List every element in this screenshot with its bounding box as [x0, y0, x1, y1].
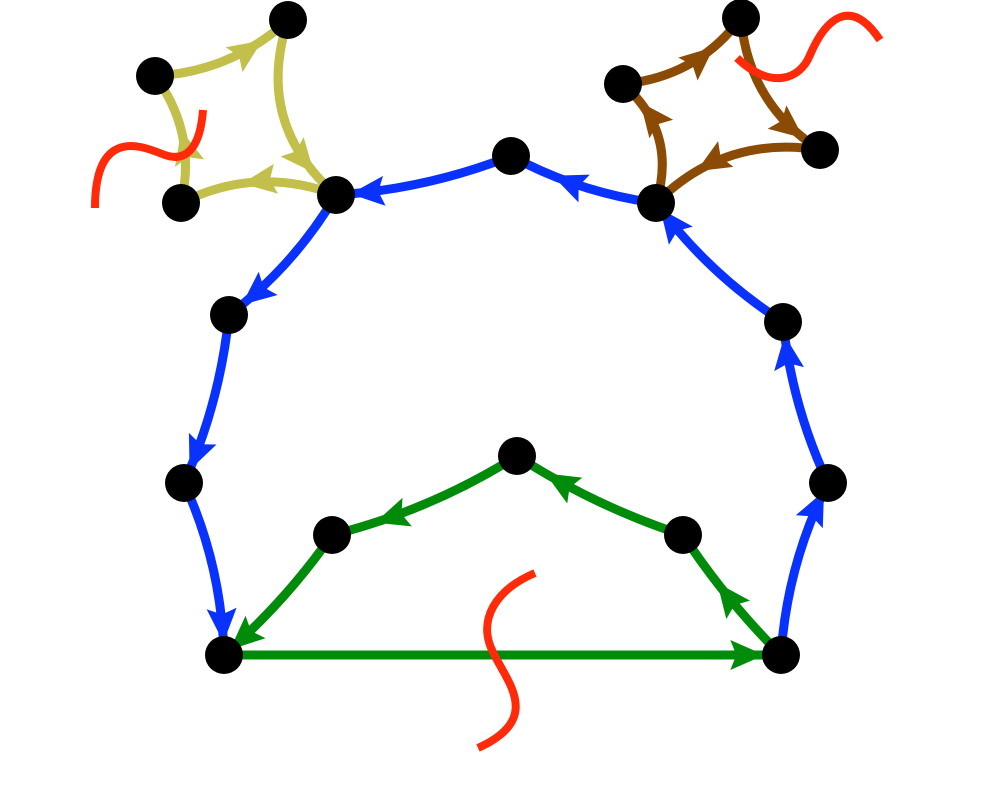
edges-layer	[150, 13, 833, 660]
inner-edge-4-arrowhead	[230, 615, 266, 650]
left-loop-edge-3-arrowhead	[242, 163, 278, 194]
node-y2	[136, 57, 174, 95]
inner-edge-2	[512, 451, 688, 540]
right-loop-edge-3-arrowhead	[696, 141, 734, 172]
left-loop-edge-1-arrowhead	[225, 40, 263, 73]
right-loop-edge-2	[736, 13, 825, 155]
inner-edge-3-arrowhead	[374, 497, 412, 527]
node-g3	[313, 516, 351, 554]
outer-edge-8-arrowhead	[206, 607, 237, 643]
outer-edge-7-arrowhead	[188, 432, 217, 471]
right-loop-edge-1	[618, 13, 746, 89]
node-y3	[162, 184, 200, 222]
outer-edge-4-arrowhead	[552, 174, 590, 203]
outer-edge-3-arrowhead	[660, 208, 693, 245]
node-r1	[722, 0, 760, 37]
cut-mark-right	[734, 11, 884, 83]
node-o6	[210, 296, 248, 334]
left-loop-edge-2-arrowhead	[280, 137, 314, 173]
outer-edge-5-arrowhead	[350, 175, 386, 206]
node-o2	[764, 303, 802, 341]
arrowheads-layer	[175, 40, 824, 670]
outer-edge-1-arrowhead	[795, 491, 824, 529]
node-r3	[604, 65, 642, 103]
node-o3	[637, 184, 675, 222]
node-g1	[664, 516, 702, 554]
node-o4	[492, 137, 530, 175]
left-loop-edge-2	[273, 15, 341, 200]
node-g2	[498, 437, 536, 475]
outer-edge-6	[224, 190, 341, 320]
node-r2	[801, 131, 839, 169]
node-b	[762, 636, 800, 674]
cut-mark-left	[91, 109, 207, 209]
right-loop-edge-2-arrowhead	[767, 105, 804, 139]
cut-mark-bottom	[476, 569, 537, 752]
node-y1	[269, 1, 307, 39]
inner-edge-2-arrowhead	[545, 473, 583, 504]
right-loop-edge-1-arrowhead	[678, 47, 714, 81]
nodes-layer	[136, 0, 847, 674]
outer-edge-2-arrowhead	[774, 335, 804, 372]
cut-marks-layer	[91, 11, 884, 752]
inner-edge-3	[327, 451, 522, 540]
node-o1	[809, 464, 847, 502]
right-loop-edge-3	[651, 142, 825, 208]
node-o5	[317, 176, 355, 214]
node-a	[205, 636, 243, 674]
left-loop-edge-1	[150, 15, 293, 81]
inner-edge-base-arrowhead	[730, 640, 765, 670]
right-loop-edge-4-arrowhead	[640, 102, 674, 139]
outer-edge-6-arrowhead	[241, 271, 278, 305]
inner-edge-1-arrowhead	[717, 583, 750, 619]
node-o7	[165, 464, 203, 502]
